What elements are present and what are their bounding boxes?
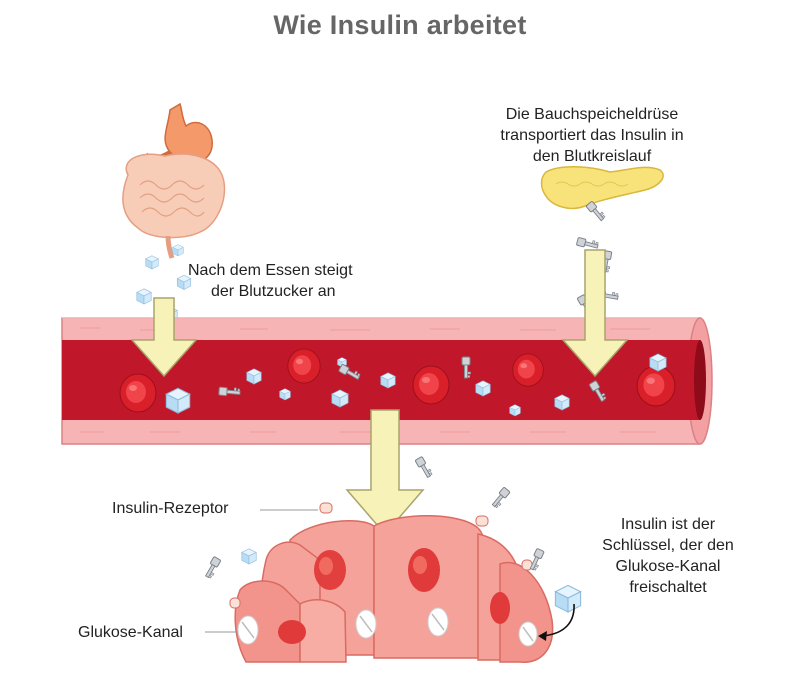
after-eating-label: Nach dem Essen steigt der Blutzucker an [188, 262, 353, 300]
down-arrow-icon [130, 249, 629, 536]
receptor-label: Insulin-Rezeptor [112, 500, 229, 517]
pancreas-label: Die Bauchspeicheldrüse transportiert das… [500, 106, 684, 165]
intestine-icon [122, 153, 226, 259]
curved-arrow-icon [538, 603, 575, 641]
tissue-cell-icon [229, 502, 554, 663]
page-title: Wie Insulin arbeitet [273, 10, 527, 40]
insulin-key-label: Insulin ist der Schlüssel, der den Gluko… [602, 516, 734, 596]
glucose-channel-label: Glukose-Kanal [78, 624, 183, 641]
pancreas-icon [540, 165, 664, 210]
leader-lines [205, 509, 318, 633]
